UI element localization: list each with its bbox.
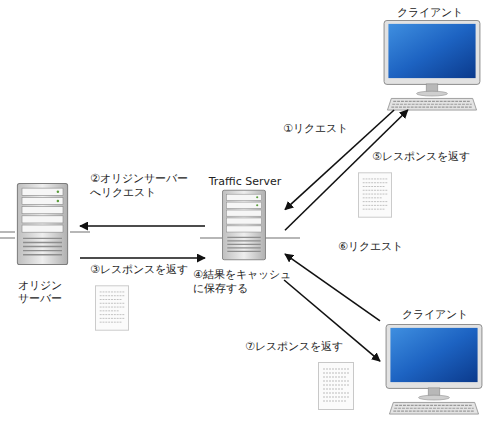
node-label: クライアント [375,6,485,19]
node-box: Traffic Server [205,175,285,280]
edge-label: ⑦レスポンスを返す [245,340,343,354]
edge-label: ①リクエスト [283,122,348,136]
server-icon [222,190,265,260]
server-icon [17,184,67,265]
arrow-connector [80,257,205,259]
edge-label: ②オリジンサーバー へリクエスト [90,172,202,200]
edge-label: ⑤レスポンスを返す [372,150,470,164]
edge-label: ③レスポンスを返す [90,263,188,277]
arrow-connector [80,225,205,227]
node-label: Traffic Server [205,175,285,188]
note-label: ④結果をキャッシュ に保存する [193,268,301,296]
arrow-connector [285,254,380,321]
monitor-icon [386,324,482,414]
node-box: オリジン サーバー [10,180,80,305]
document-icon [319,363,354,410]
node-label: オリジン サーバー [18,279,78,305]
node-label: クライアント [380,308,490,321]
monitor-icon [384,20,480,110]
document-icon [95,286,128,330]
document-icon [358,173,391,217]
node-box: クライアント [375,6,485,110]
node-box: クライアント [380,308,490,418]
edge-label: ⑥リクエスト [338,240,403,254]
